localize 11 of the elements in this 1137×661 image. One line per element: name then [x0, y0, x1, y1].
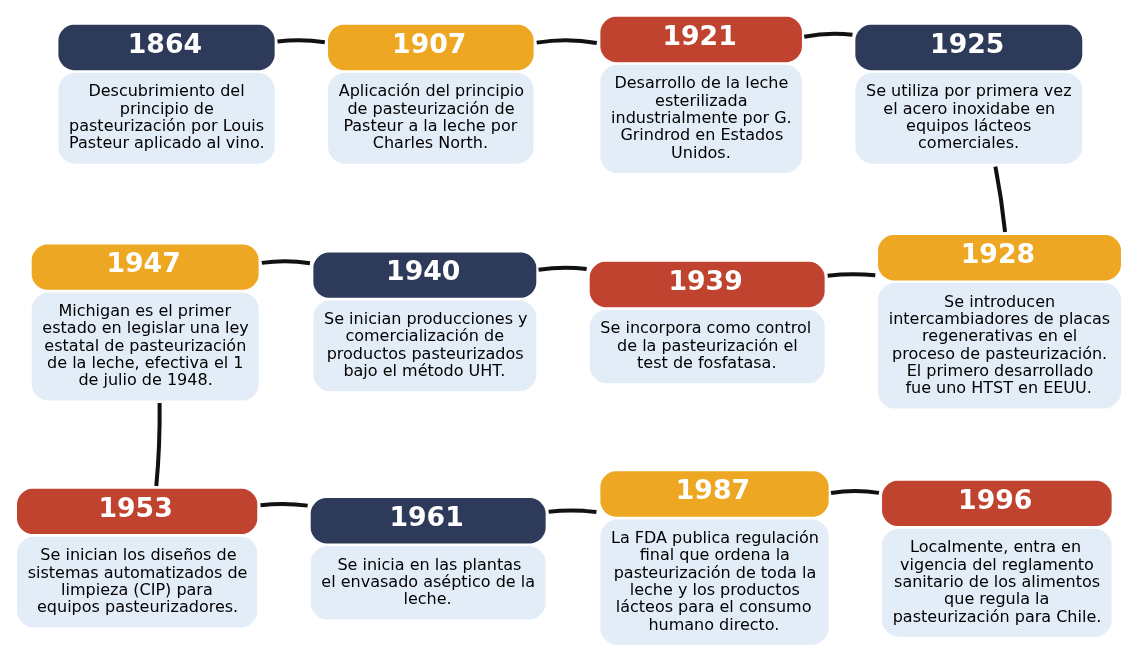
connector: [537, 265, 587, 272]
connector: [276, 38, 325, 45]
connector: [548, 508, 597, 515]
connector: [826, 272, 875, 278]
connector: [535, 38, 597, 46]
connector: [261, 259, 310, 266]
connector: [803, 31, 853, 39]
connector: [153, 402, 162, 487]
connector: [830, 489, 879, 495]
connector: [259, 502, 308, 508]
connector: [992, 166, 1007, 233]
